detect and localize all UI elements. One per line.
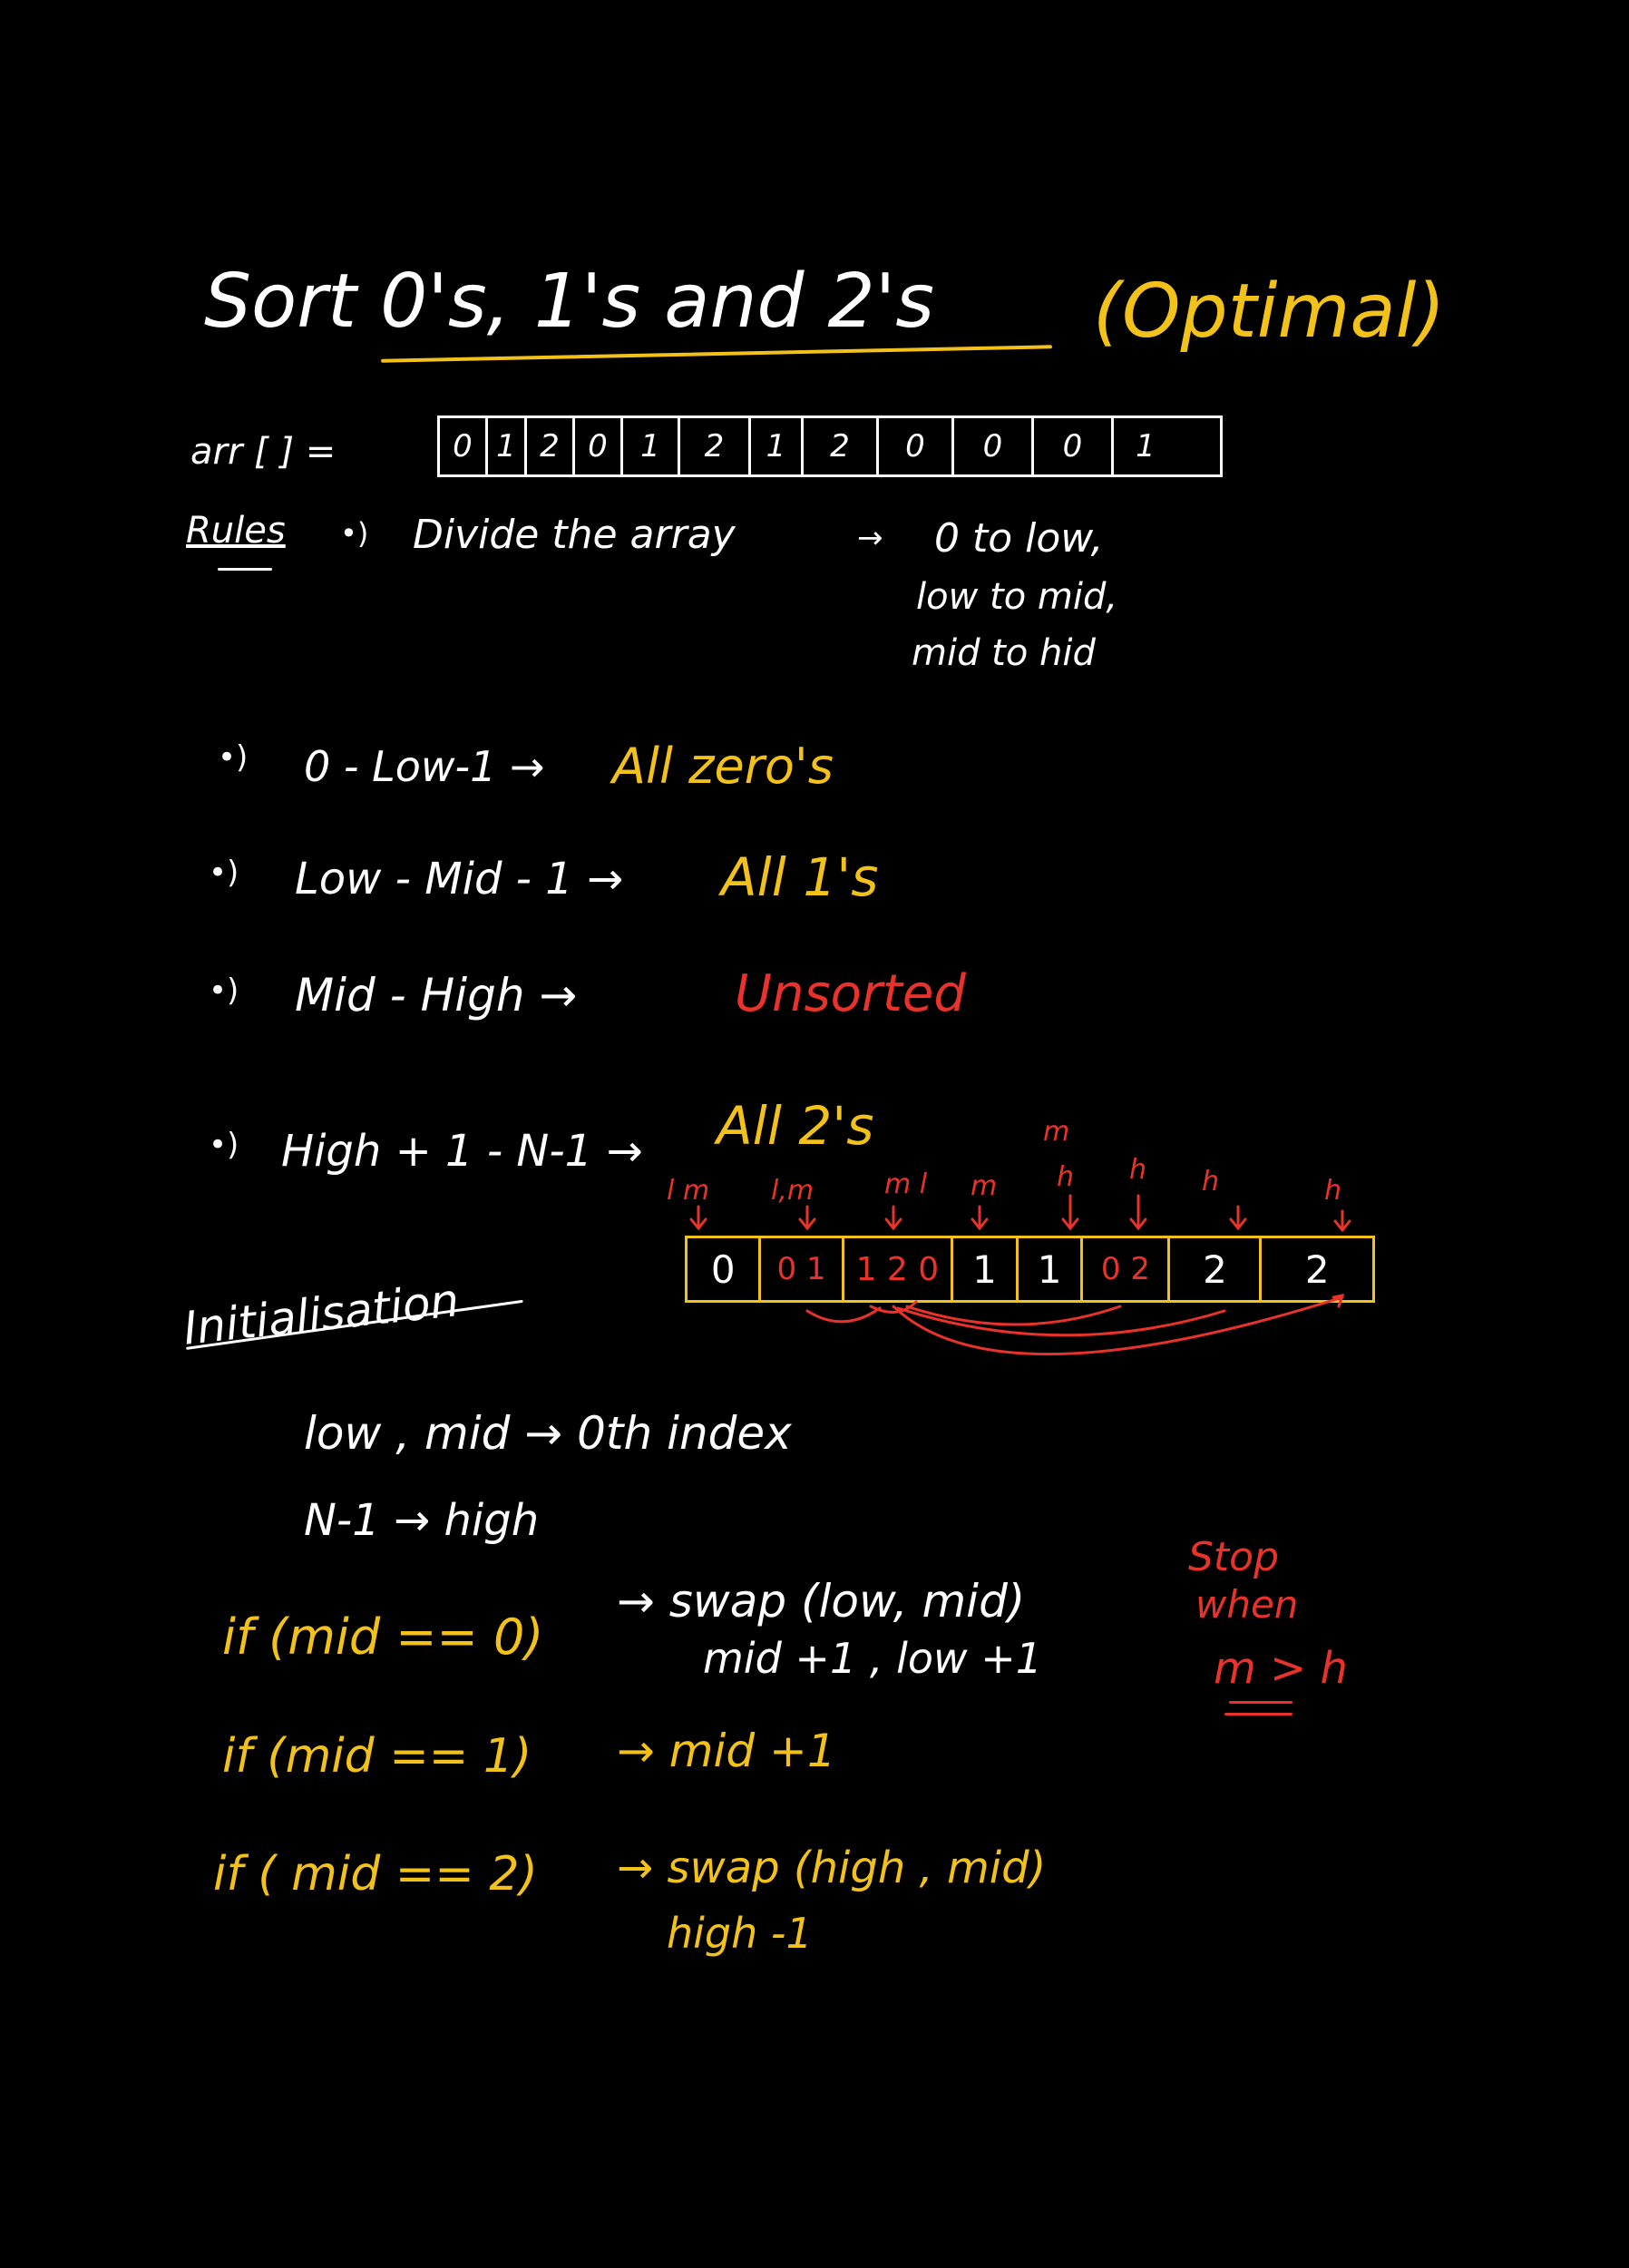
trace-mark: h (1202, 1166, 1220, 1198)
trace-cell: 2 (1170, 1238, 1263, 1300)
rules-label: Rules (186, 510, 286, 552)
rules-arrow: → (857, 520, 883, 556)
rules-double-underline (218, 568, 272, 571)
condition-action-2: mid +1 , low +1 (703, 1634, 1043, 1683)
range-meaning: All zero's (612, 738, 834, 795)
condition-if: if (mid == 1) (222, 1729, 532, 1784)
array-box: 0 1 2 0 1 2 1 2 0 0 0 1 (437, 415, 1223, 477)
range-bullet: •) (209, 973, 239, 1009)
range-meaning: All 1's (721, 846, 879, 908)
rules-part-3: mid to hid (912, 632, 1096, 674)
page-title: Sort 0's, 1's and 2's (204, 259, 934, 345)
condition-action-2: high -1 (667, 1909, 813, 1958)
array-cell: 1 (623, 418, 680, 474)
init-line-1: low , mid → 0th index (304, 1407, 792, 1460)
array-cell: 2 (804, 418, 879, 474)
init-line-2: N-1 → high (304, 1495, 540, 1546)
trace-cell: 1 (1019, 1238, 1084, 1300)
title-qualifier: (Optimal) (1093, 269, 1446, 355)
rules-part-1: 0 to low, (934, 515, 1104, 562)
array-cell: 2 (680, 418, 751, 474)
array-cell: 1 (1136, 428, 1156, 464)
condition-action: → swap (low, mid) (617, 1575, 1026, 1628)
range-text: Low - Mid - 1 → (295, 854, 624, 904)
array-cell: 1 (751, 418, 804, 474)
condition-action: → mid +1 (617, 1725, 836, 1777)
trace-mark: m (1043, 1116, 1070, 1148)
array-cell: 0 (954, 418, 1034, 474)
range-text: High + 1 - N-1 → (281, 1126, 643, 1177)
stop-note-underline (1224, 1713, 1292, 1716)
array-cell: 0 (879, 418, 954, 474)
trace-mark: l,m (771, 1175, 814, 1207)
trace-cell: 1 (953, 1238, 1019, 1300)
trace-array-box: 0 0 1 1 2 0 1 1 0 2 2 2 (685, 1236, 1375, 1303)
range-bullet: •) (218, 739, 249, 776)
stop-note-line-1: Stop (1188, 1534, 1280, 1580)
trace-cell: 2 (1304, 1246, 1330, 1292)
rules-part-2: low to mid, (916, 576, 1118, 618)
condition-if: if ( mid == 2) (213, 1847, 538, 1901)
trace-mark: m (971, 1170, 998, 1202)
array-cell: 0 (1034, 418, 1114, 474)
array-cell: 2 (527, 418, 575, 474)
condition-if: if (mid == 0) (222, 1608, 544, 1666)
range-text: Mid - High → (295, 969, 578, 1022)
range-bullet: •) (209, 1127, 239, 1163)
rules-bullet: •) (340, 516, 369, 551)
trace-mark: l m (667, 1175, 710, 1207)
stop-note-condition: m > h (1214, 1643, 1348, 1694)
stop-note-underline (1229, 1701, 1292, 1704)
array-cell: 0 (440, 418, 488, 474)
array-cell: 0 (575, 418, 623, 474)
trace-mark: m l (884, 1168, 928, 1200)
trace-mark: h (1057, 1161, 1075, 1193)
range-bullet: •) (209, 855, 239, 891)
stop-note-line-2: when (1195, 1582, 1299, 1627)
array-cell: 1 (488, 418, 527, 474)
range-meaning: All 2's (717, 1095, 874, 1157)
range-meaning-unsorted: Unsorted (735, 964, 966, 1023)
condition-action: → swap (high , mid) (617, 1843, 1047, 1893)
array-label: arr [ ] = (190, 431, 337, 473)
trace-cell: 1 2 0 (844, 1238, 954, 1300)
trace-cell: 0 2 (1083, 1238, 1171, 1300)
trace-mark: h (1129, 1154, 1147, 1186)
trace-mark: h (1324, 1175, 1342, 1207)
range-text: 0 - Low-1 → (304, 742, 545, 791)
trace-cell: 0 1 (761, 1238, 844, 1300)
rules-text: Divide the array (413, 512, 736, 558)
trace-cell: 0 (688, 1238, 762, 1300)
